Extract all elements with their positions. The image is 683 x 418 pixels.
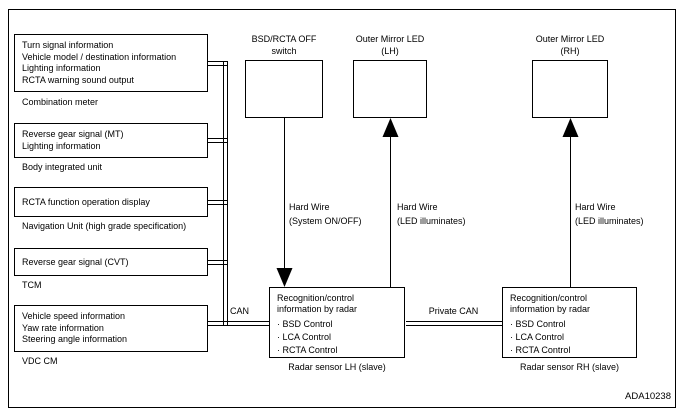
signal-label: Yaw rate information bbox=[22, 322, 104, 333]
outer-mirror-led-lh-label: Outer Mirror LED (LH) bbox=[353, 33, 427, 57]
combination-meter-box: Turn signal information Vehicle model / … bbox=[14, 34, 208, 92]
tcm-box: Reverse gear signal (CVT) bbox=[14, 248, 208, 276]
label-line: Outer Mirror LED bbox=[355, 34, 425, 44]
radar-rh-head: information by radar bbox=[510, 304, 591, 314]
signal-label: Lighting information bbox=[22, 63, 101, 73]
radar-lh-item: · RCTA Control bbox=[277, 345, 338, 355]
label-line: (RH) bbox=[560, 46, 580, 56]
signal-label: Steering angle information bbox=[22, 334, 128, 344]
radar-rh-item: · RCTA Control bbox=[510, 345, 571, 355]
label-line: (LED illuminates) bbox=[575, 216, 644, 226]
signal-label: Lighting information bbox=[22, 140, 101, 151]
label-line: Outer Mirror LED bbox=[535, 34, 605, 44]
radar-rh-head: Recognition/control bbox=[510, 293, 588, 303]
combination-meter-caption: Combination meter bbox=[22, 97, 99, 107]
signal-label: Reverse gear signal (CVT) bbox=[22, 257, 129, 267]
signal-label: RCTA warning sound output bbox=[22, 74, 134, 85]
navigation-unit-box: RCTA function operation display bbox=[14, 187, 208, 217]
hard-wire-system-onoff-label: Hard Wire (System ON/OFF) bbox=[289, 200, 362, 228]
label-line: Hard Wire bbox=[397, 202, 438, 212]
signal-label: RCTA function operation display bbox=[22, 197, 150, 207]
vdc-cm-caption: VDC CM bbox=[22, 356, 58, 366]
hard-wire-led-illuminates-rh-label: Hard Wire (LED illuminates) bbox=[575, 200, 644, 228]
can-bus-label: CAN bbox=[230, 306, 250, 316]
signal-label: Turn signal information bbox=[22, 40, 114, 50]
radar-lh-item: · LCA Control bbox=[277, 332, 332, 342]
radar-lh-item: · BSD Control bbox=[277, 319, 333, 329]
signal-label: Vehicle model / destination information bbox=[22, 51, 177, 62]
label-line: BSD/RCTA OFF bbox=[251, 34, 317, 44]
outer-mirror-led-lh-box bbox=[353, 60, 427, 118]
radar-lh-head: Recognition/control bbox=[277, 293, 355, 303]
signal-label: Vehicle speed information bbox=[22, 311, 126, 321]
bsd-rcta-off-switch-label: BSD/RCTA OFF switch bbox=[245, 33, 323, 57]
hard-wire-led-illuminates-lh-label: Hard Wire (LED illuminates) bbox=[397, 200, 466, 228]
label-line: switch bbox=[271, 46, 297, 56]
radar-rh-item: · BSD Control bbox=[510, 319, 566, 329]
radar-rh-item: · LCA Control bbox=[510, 332, 565, 342]
outer-mirror-led-rh-box bbox=[532, 60, 608, 118]
label-line: (LED illuminates) bbox=[397, 216, 466, 226]
radar-sensor-lh-caption: Radar sensor LH (slave) bbox=[288, 362, 386, 372]
body-integrated-unit-caption: Body integrated unit bbox=[22, 162, 103, 172]
private-can-bus-label: Private CAN bbox=[428, 306, 479, 316]
label-line: (System ON/OFF) bbox=[289, 216, 362, 226]
bsd-rcta-off-switch-box bbox=[245, 60, 323, 118]
label-line: (LH) bbox=[381, 46, 399, 56]
diagram-border bbox=[8, 9, 676, 408]
outer-mirror-led-rh-label: Outer Mirror LED (RH) bbox=[532, 33, 608, 57]
tcm-caption: TCM bbox=[22, 280, 42, 290]
radar-sensor-lh-box: Recognition/control information by radar… bbox=[269, 287, 405, 358]
signal-label: Reverse gear signal (MT) bbox=[22, 129, 124, 139]
radar-sensor-rh-caption: Radar sensor RH (slave) bbox=[519, 362, 620, 372]
navigation-unit-caption: Navigation Unit (high grade specificatio… bbox=[22, 221, 187, 231]
radar-lh-head: information by radar bbox=[277, 304, 358, 314]
radar-sensor-rh-box: Recognition/control information by radar… bbox=[502, 287, 637, 358]
figure-id: ADA10238 bbox=[625, 391, 671, 402]
label-line: Hard Wire bbox=[289, 202, 330, 212]
body-integrated-unit-box: Reverse gear signal (MT) Lighting inform… bbox=[14, 123, 208, 158]
vdc-cm-box: Vehicle speed information Yaw rate infor… bbox=[14, 305, 208, 352]
label-line: Hard Wire bbox=[575, 202, 616, 212]
